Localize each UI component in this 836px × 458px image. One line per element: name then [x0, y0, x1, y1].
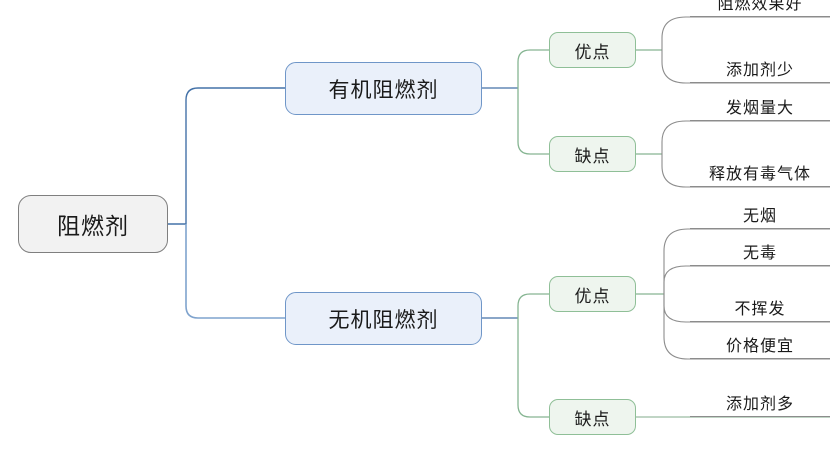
node-organic-cons-label: 缺点 — [574, 146, 611, 166]
node-category-organic[interactable]: 有机阻燃剂 — [285, 62, 482, 115]
node-category-organic-label: 有机阻燃剂 — [328, 78, 439, 102]
node-category-inorganic-label: 无机阻燃剂 — [328, 308, 439, 332]
connector-inorganic-pros-leaf-2 — [663, 265, 830, 294]
connector-root-to-organic — [185, 87, 285, 224]
connector-inorganic-to-cons — [517, 318, 549, 418]
node-category-inorganic[interactable]: 无机阻燃剂 — [285, 292, 482, 345]
leaf-organic-pros-2[interactable]: 添加剂少 — [690, 62, 830, 83]
connector-organic-to-cons — [517, 88, 549, 155]
connector-organic-pros-leaf-1 — [661, 16, 830, 50]
node-inorganic-cons-label: 缺点 — [574, 409, 611, 429]
node-organic-cons[interactable]: 缺点 — [549, 136, 636, 172]
node-root[interactable]: 阻燃剂 — [18, 195, 168, 253]
node-inorganic-pros-label: 优点 — [574, 286, 611, 306]
connector-root-to-inorganic — [185, 224, 285, 319]
connector-inorganic-to-pros — [517, 293, 549, 318]
node-root-label: 阻燃剂 — [57, 213, 129, 239]
leaf-organic-cons-2[interactable]: 释放有毒气体 — [690, 166, 830, 187]
leaf-organic-pros-1[interactable]: 阻燃效果好 — [690, 0, 830, 17]
node-organic-pros-label: 优点 — [574, 42, 611, 62]
leaf-inorganic-pros-1[interactable]: 无烟 — [690, 208, 830, 229]
leaf-inorganic-cons-1[interactable]: 添加剂多 — [690, 396, 830, 417]
node-organic-pros[interactable]: 优点 — [549, 32, 636, 68]
leaf-inorganic-pros-3[interactable]: 不挥发 — [690, 301, 830, 322]
node-inorganic-pros[interactable]: 优点 — [549, 276, 636, 312]
node-inorganic-cons[interactable]: 缺点 — [549, 399, 636, 435]
connector-organic-to-pros — [517, 49, 549, 88]
leaf-inorganic-pros-4[interactable]: 价格便宜 — [690, 338, 830, 359]
leaf-organic-cons-1[interactable]: 发烟量大 — [690, 100, 830, 121]
connector-organic-cons-leaf-1 — [661, 120, 830, 154]
leaf-inorganic-pros-2[interactable]: 无毒 — [690, 245, 830, 266]
